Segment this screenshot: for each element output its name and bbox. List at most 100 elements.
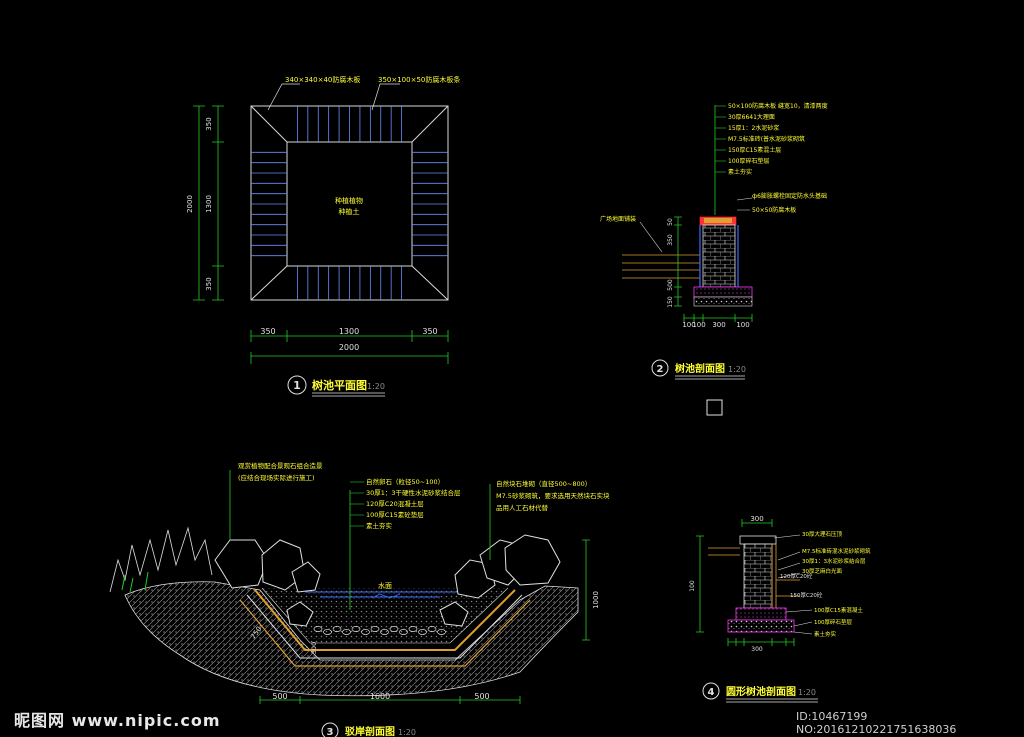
revetment-note-right-3: 品用人工石材代替: [496, 503, 549, 512]
section2-ground-paving: [622, 254, 700, 279]
plan-dim-bottom: [250, 330, 449, 364]
section4-note: M7.5标准砖混水泥砂浆砌筑: [802, 547, 871, 555]
revetment-notes-mid: 自然卵石（粒径50~100） 30厚1：3干硬性水泥砂浆结合层 120厚C20混凝土…: [350, 477, 461, 530]
revetment-layer-3: [239, 599, 531, 667]
plan-leader-board: [371, 83, 400, 111]
section4-title-circle: [702, 682, 720, 700]
pebble: [370, 626, 380, 632]
revetment-dim-base: 300: [310, 642, 318, 654]
section2-title-text: 树池剖面图: [675, 362, 725, 375]
plan-label-grate: 340×340×40防腐木板: [285, 75, 360, 84]
revetment-title-number: 3: [327, 727, 334, 737]
section2-brick-wall: [702, 224, 736, 288]
plan-title-scale: 1:20: [367, 382, 385, 391]
revetment-soil: [124, 581, 579, 697]
section4-top-dim-text: 300: [750, 515, 763, 523]
plan-dim-left-top: 350: [205, 117, 213, 130]
section4-top-dim: [741, 519, 773, 527]
section4-note: 30厚1：3水泥砂浆结合层: [802, 557, 866, 565]
section4-dim-bottom: [727, 638, 795, 646]
plan-dim-bot-total: 2000: [339, 343, 359, 352]
revetment-note: 120厚C20混凝土层: [366, 499, 424, 508]
section4-leaders-mid: [777, 551, 801, 579]
section2-footing: [693, 286, 753, 298]
pebble: [408, 626, 418, 632]
revetment-gravel-band: [261, 587, 509, 644]
plan-dim-left-total: 2000: [186, 195, 194, 213]
plan-corner-miters: [250, 105, 449, 301]
section2-dim-h3: 300: [712, 321, 725, 329]
section2-note: 100厚碎石垫层: [728, 157, 769, 165]
revetment-note: 素土夯实: [366, 521, 393, 530]
pebble: [332, 626, 342, 632]
section2-note: 15厚1：2水泥砂浆: [728, 124, 779, 132]
section2-dim-v2: 350: [667, 234, 674, 246]
revetment-note-plants-1: 观赏植物配合景观石组合造景: [238, 461, 323, 470]
pebble: [342, 629, 351, 635]
pebble: [389, 626, 399, 632]
section4-title-number: 4: [708, 687, 715, 698]
plan-leader-grate: [267, 83, 300, 111]
revetment-dim-bottom: [259, 696, 521, 704]
revetment-note: 自然卵石（粒径50~100）: [366, 477, 444, 486]
pebble: [437, 629, 446, 635]
revetment-shrubs: [109, 526, 213, 593]
plan-label-board: 350×100×50防腐木板条: [378, 75, 460, 84]
section4-footing: [735, 607, 787, 621]
plan-dim-left: [193, 105, 224, 301]
section4-note-base-1: 100厚C15素混凝土: [814, 606, 863, 614]
boulder-8: [439, 601, 469, 627]
plan-board-slats: [251, 106, 448, 300]
revetment-note: 100厚C15素砼垫层: [366, 510, 424, 519]
section4-leaders-base: [785, 609, 813, 635]
revetment-dim-b2: 1600: [370, 692, 390, 701]
plan-title-circle: [287, 375, 307, 395]
boulder-1: [214, 539, 269, 589]
section2-dim-h4: 100: [736, 321, 749, 329]
section2-title-scale: 1:20: [728, 365, 746, 374]
pebble: [399, 629, 408, 635]
revetment-dim-depth-line: [582, 539, 590, 641]
plan-title-number: 1: [293, 379, 301, 392]
section4-leader-1: [773, 534, 801, 539]
pebble: [351, 626, 361, 632]
boulder-3: [291, 561, 321, 593]
section2-note: 150厚C15素混土层: [728, 146, 781, 154]
section2-leader-ground: [639, 221, 663, 253]
revetment-water-symbol: [371, 593, 401, 599]
round-pool-section: 300 30厚大理石压顶M7.5标准砖混水泥砂浆砌筑30厚1：3水泥砂浆结合层3…: [689, 515, 871, 703]
section4-title-scale: 1:20: [798, 688, 816, 697]
section2-note: M7.5标准砖(普水泥砂浆砌筑: [728, 135, 805, 143]
section2-note-board: 50×50防腐木板: [752, 206, 796, 214]
revetment-note-plants-2: (应结合现场实际进行施工): [238, 473, 315, 482]
section4-paving: [708, 547, 740, 556]
section4-dim-bottom-text: 300: [751, 646, 763, 653]
section4-base: [727, 619, 795, 633]
plan-title-text: 树池平面图: [312, 378, 367, 392]
tree-pit-section: 50×100防腐木板 缝宽10，清漆两度30厚6641大理面15厚1：2水泥砂浆…: [600, 102, 828, 416]
revetment-dim-depth: 1000: [592, 591, 600, 609]
plan-center-label-1: 种植植物: [335, 196, 363, 205]
tree-pit-plan: 340×340×40防腐木板 350×100×50防腐木板条 种植植物 种植土 …: [186, 75, 460, 397]
boulder-4: [286, 601, 314, 627]
revetment-water-label: 水面: [378, 581, 392, 590]
section2-note-bolt: ф6膨胀螺栓固定防水头基础: [752, 192, 827, 200]
section4-wall-finish: [771, 544, 777, 608]
plan-dim-left-bot: 350: [205, 277, 213, 290]
revetment-note-right-1: 自然块石堆砌（直径500~800）: [496, 479, 591, 488]
pebble: [418, 629, 427, 635]
plan-title-underline: [312, 392, 385, 397]
section4-note-wall-b: 150厚C20砼: [790, 591, 823, 599]
section2-title-circle: [651, 359, 669, 377]
section2-wall-lines: [699, 225, 739, 290]
revetment-note: 30厚1：3干硬性水泥砂浆结合层: [366, 488, 461, 497]
section2-note: 素土夯实: [728, 168, 752, 176]
section4-note-base-3: 素土夯实: [814, 630, 837, 638]
revetment-section: 水面 观赏植物配合景观石组合造景 (应结合现场实际进行施工) 自然卵石（粒径50…: [109, 461, 610, 737]
section2-leaders-right: [736, 197, 753, 211]
pebble: [313, 626, 323, 632]
revetment-pebbles: [313, 626, 446, 635]
section4-notes: 30厚大理石压顶M7.5标准砖混水泥砂浆砌筑30厚1：3水泥砂浆结合层30厚芝麻…: [802, 530, 871, 575]
watermark-id: ID:10467199 NO:20161210221751638036: [796, 710, 957, 736]
